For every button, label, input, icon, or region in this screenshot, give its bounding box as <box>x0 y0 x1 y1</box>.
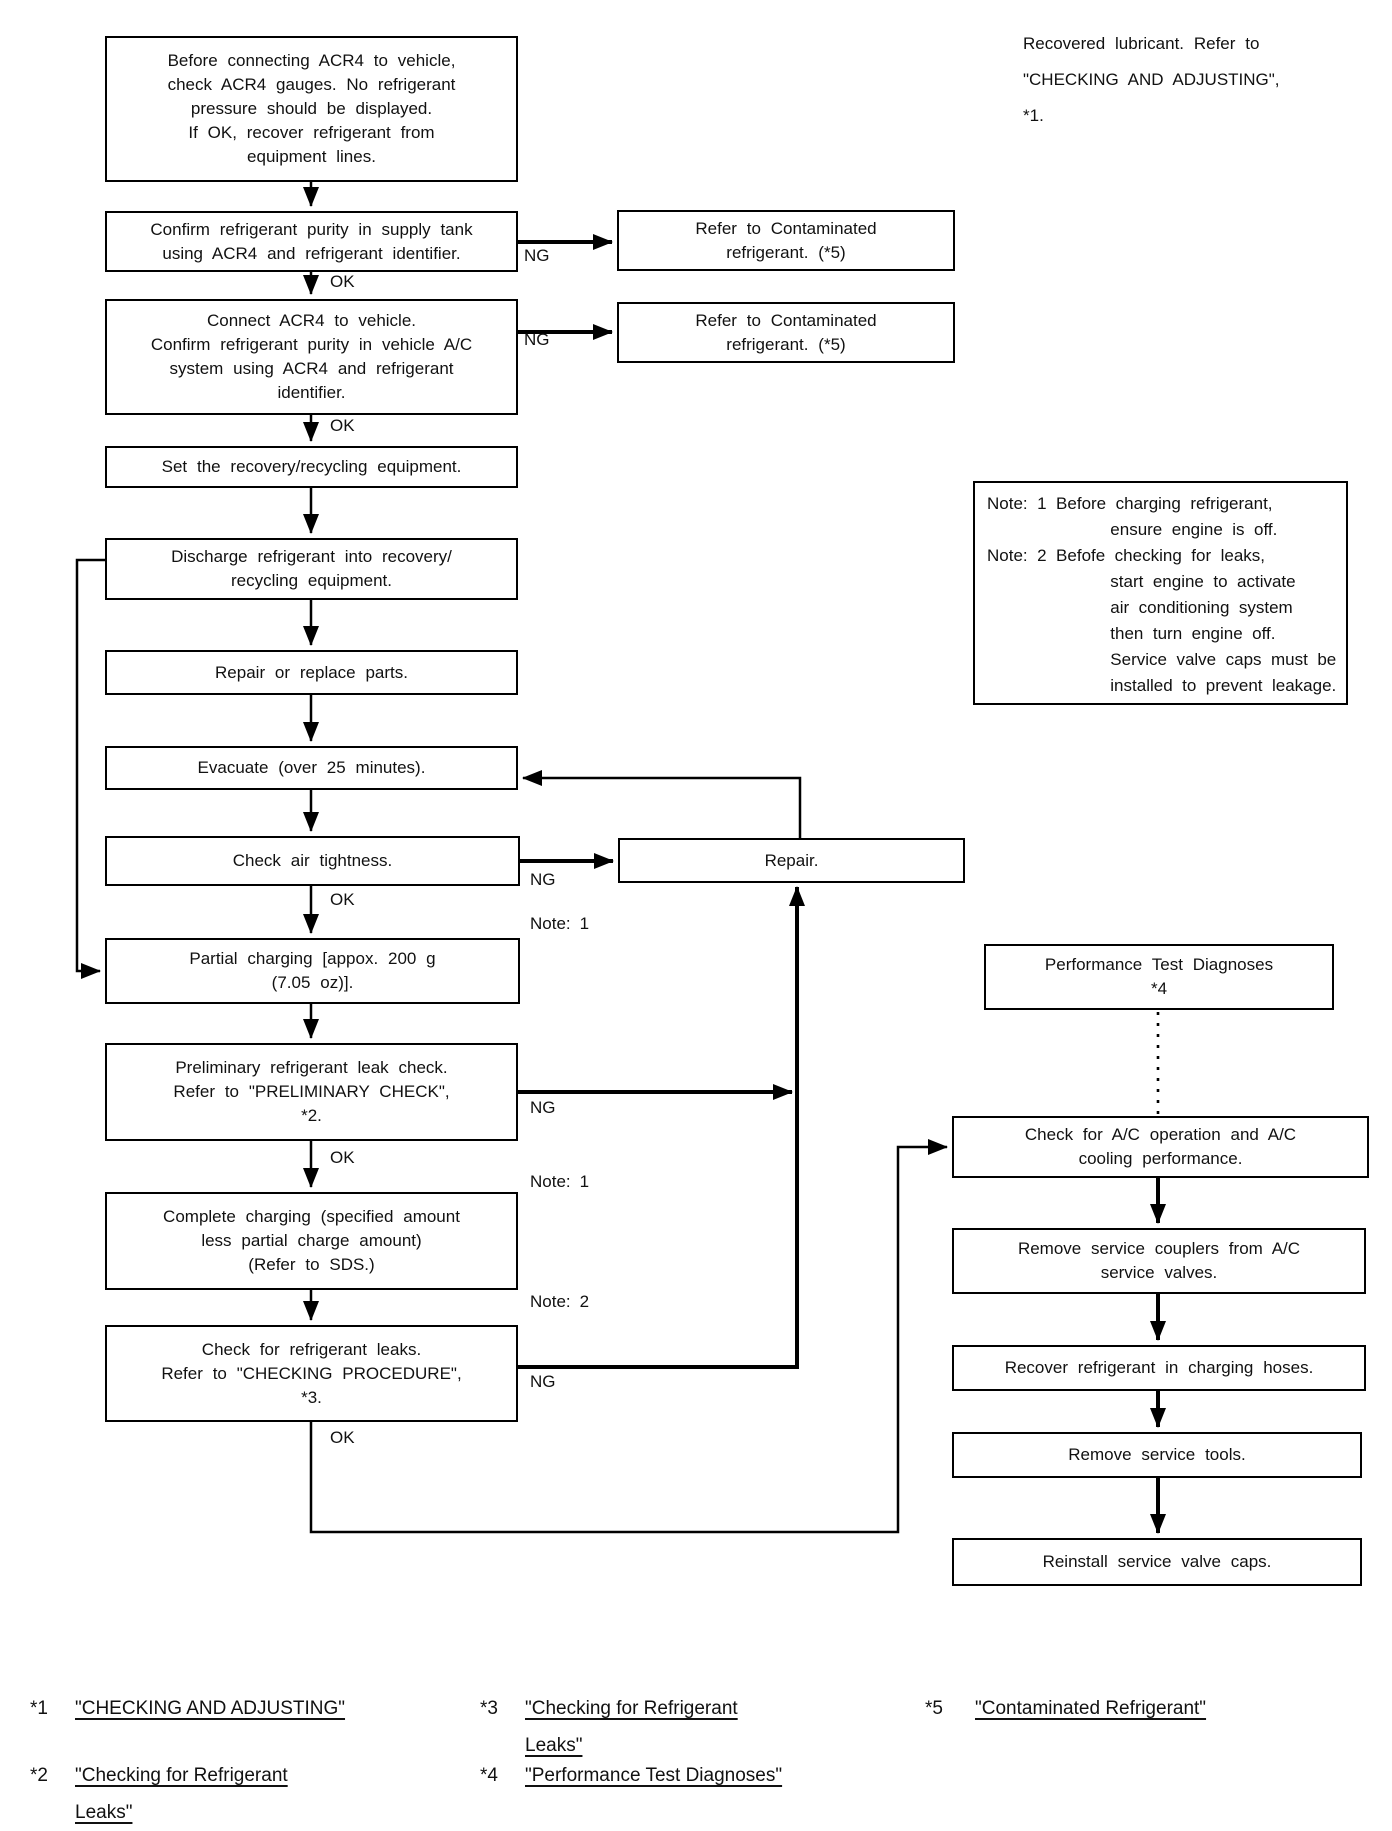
ok-label-air-tightness: OK <box>330 890 355 909</box>
ng-label-connect-acr4: NG <box>524 330 550 349</box>
footnote-ref-5: *5 <box>925 1698 943 1719</box>
ok-label-preliminary-check: OK <box>330 1148 355 1167</box>
footnote-link-checking-leaks-2[interactable]: "Checking for Refrigerant Leaks" <box>75 1765 288 1823</box>
footnote-ref-2: *2 <box>30 1765 48 1786</box>
ng-label-preliminary-check: NG <box>530 1098 556 1117</box>
note2-label-leak-check: Note: 2 <box>530 1292 590 1311</box>
box-remove-couplers: Remove service couplers from A/C service… <box>952 1228 1366 1294</box>
ok-label-connect-acr4: OK <box>330 416 355 435</box>
note1-label-partial-charging: Note: 1 <box>530 914 590 933</box>
box-contaminated-refrigerant-1: Refer to Contaminated refrigerant. (*5) <box>617 210 955 271</box>
box-repair: Repair. <box>618 838 965 883</box>
box-preliminary-check: Preliminary refrigerant leak check. Refe… <box>105 1043 518 1141</box>
ng-label-leak-check: NG <box>530 1372 556 1391</box>
box-evacuate: Evacuate (over 25 minutes). <box>105 746 518 790</box>
ng-label-air-tightness: NG <box>530 870 556 889</box>
ok-label-supply-purity: OK <box>330 272 355 291</box>
footnote-link-performance-test[interactable]: "Performance Test Diagnoses" <box>525 1765 783 1786</box>
box-air-tightness: Check air tightness. <box>105 836 520 886</box>
note1-label-complete-charging: Note: 1 <box>530 1172 590 1191</box>
box-discharge: Discharge refrigerant into recovery/ rec… <box>105 538 518 600</box>
box-reinstall-caps: Reinstall service valve caps. <box>952 1538 1362 1586</box>
box-performance-test-diagnoses: Performance Test Diagnoses *4 <box>984 944 1334 1010</box>
footnote-link-checking-adjusting[interactable]: "CHECKING AND ADJUSTING" <box>75 1698 346 1719</box>
footnote-ref-1: *1 <box>30 1698 48 1719</box>
box-confirm-supply-purity: Confirm refrigerant purity in supply tan… <box>105 211 518 272</box>
box-leak-check: Check for refrigerant leaks. Refer to "C… <box>105 1325 518 1422</box>
footnote-link-checking-leaks-3[interactable]: "Checking for Refrigerant Leaks" <box>525 1698 738 1756</box>
recovered-lubricant-note: Recovered lubricant. Refer to "CHECKING … <box>1023 34 1280 125</box>
box-notes: Note: 1 Before charging refrigerant, ens… <box>973 481 1348 705</box>
box-connect-acr4: Connect ACR4 to vehicle. Confirm refrige… <box>105 299 518 415</box>
box-recover-hoses: Recover refrigerant in charging hoses. <box>952 1345 1366 1391</box>
box-contaminated-refrigerant-2: Refer to Contaminated refrigerant. (*5) <box>617 302 955 363</box>
ng-label-supply-purity: NG <box>524 246 550 265</box>
box-set-equipment: Set the recovery/recycling equipment. <box>105 446 518 488</box>
footnote-link-contaminated-refrigerant[interactable]: "Contaminated Refrigerant" <box>975 1698 1207 1719</box>
footnote-ref-3: *3 <box>480 1698 498 1719</box>
ok-label-leak-check: OK <box>330 1428 355 1447</box>
box-remove-tools: Remove service tools. <box>952 1432 1362 1478</box>
box-ac-operation: Check for A/C operation and A/C cooling … <box>952 1116 1369 1178</box>
box-partial-charging: Partial charging [appox. 200 g (7.05 oz)… <box>105 938 520 1004</box>
box-repair-replace: Repair or replace parts. <box>105 650 518 695</box>
footnote-ref-4: *4 <box>480 1765 498 1786</box>
box-before-connecting: Before connecting ACR4 to vehicle, check… <box>105 36 518 182</box>
box-complete-charging: Complete charging (specified amount less… <box>105 1192 518 1290</box>
